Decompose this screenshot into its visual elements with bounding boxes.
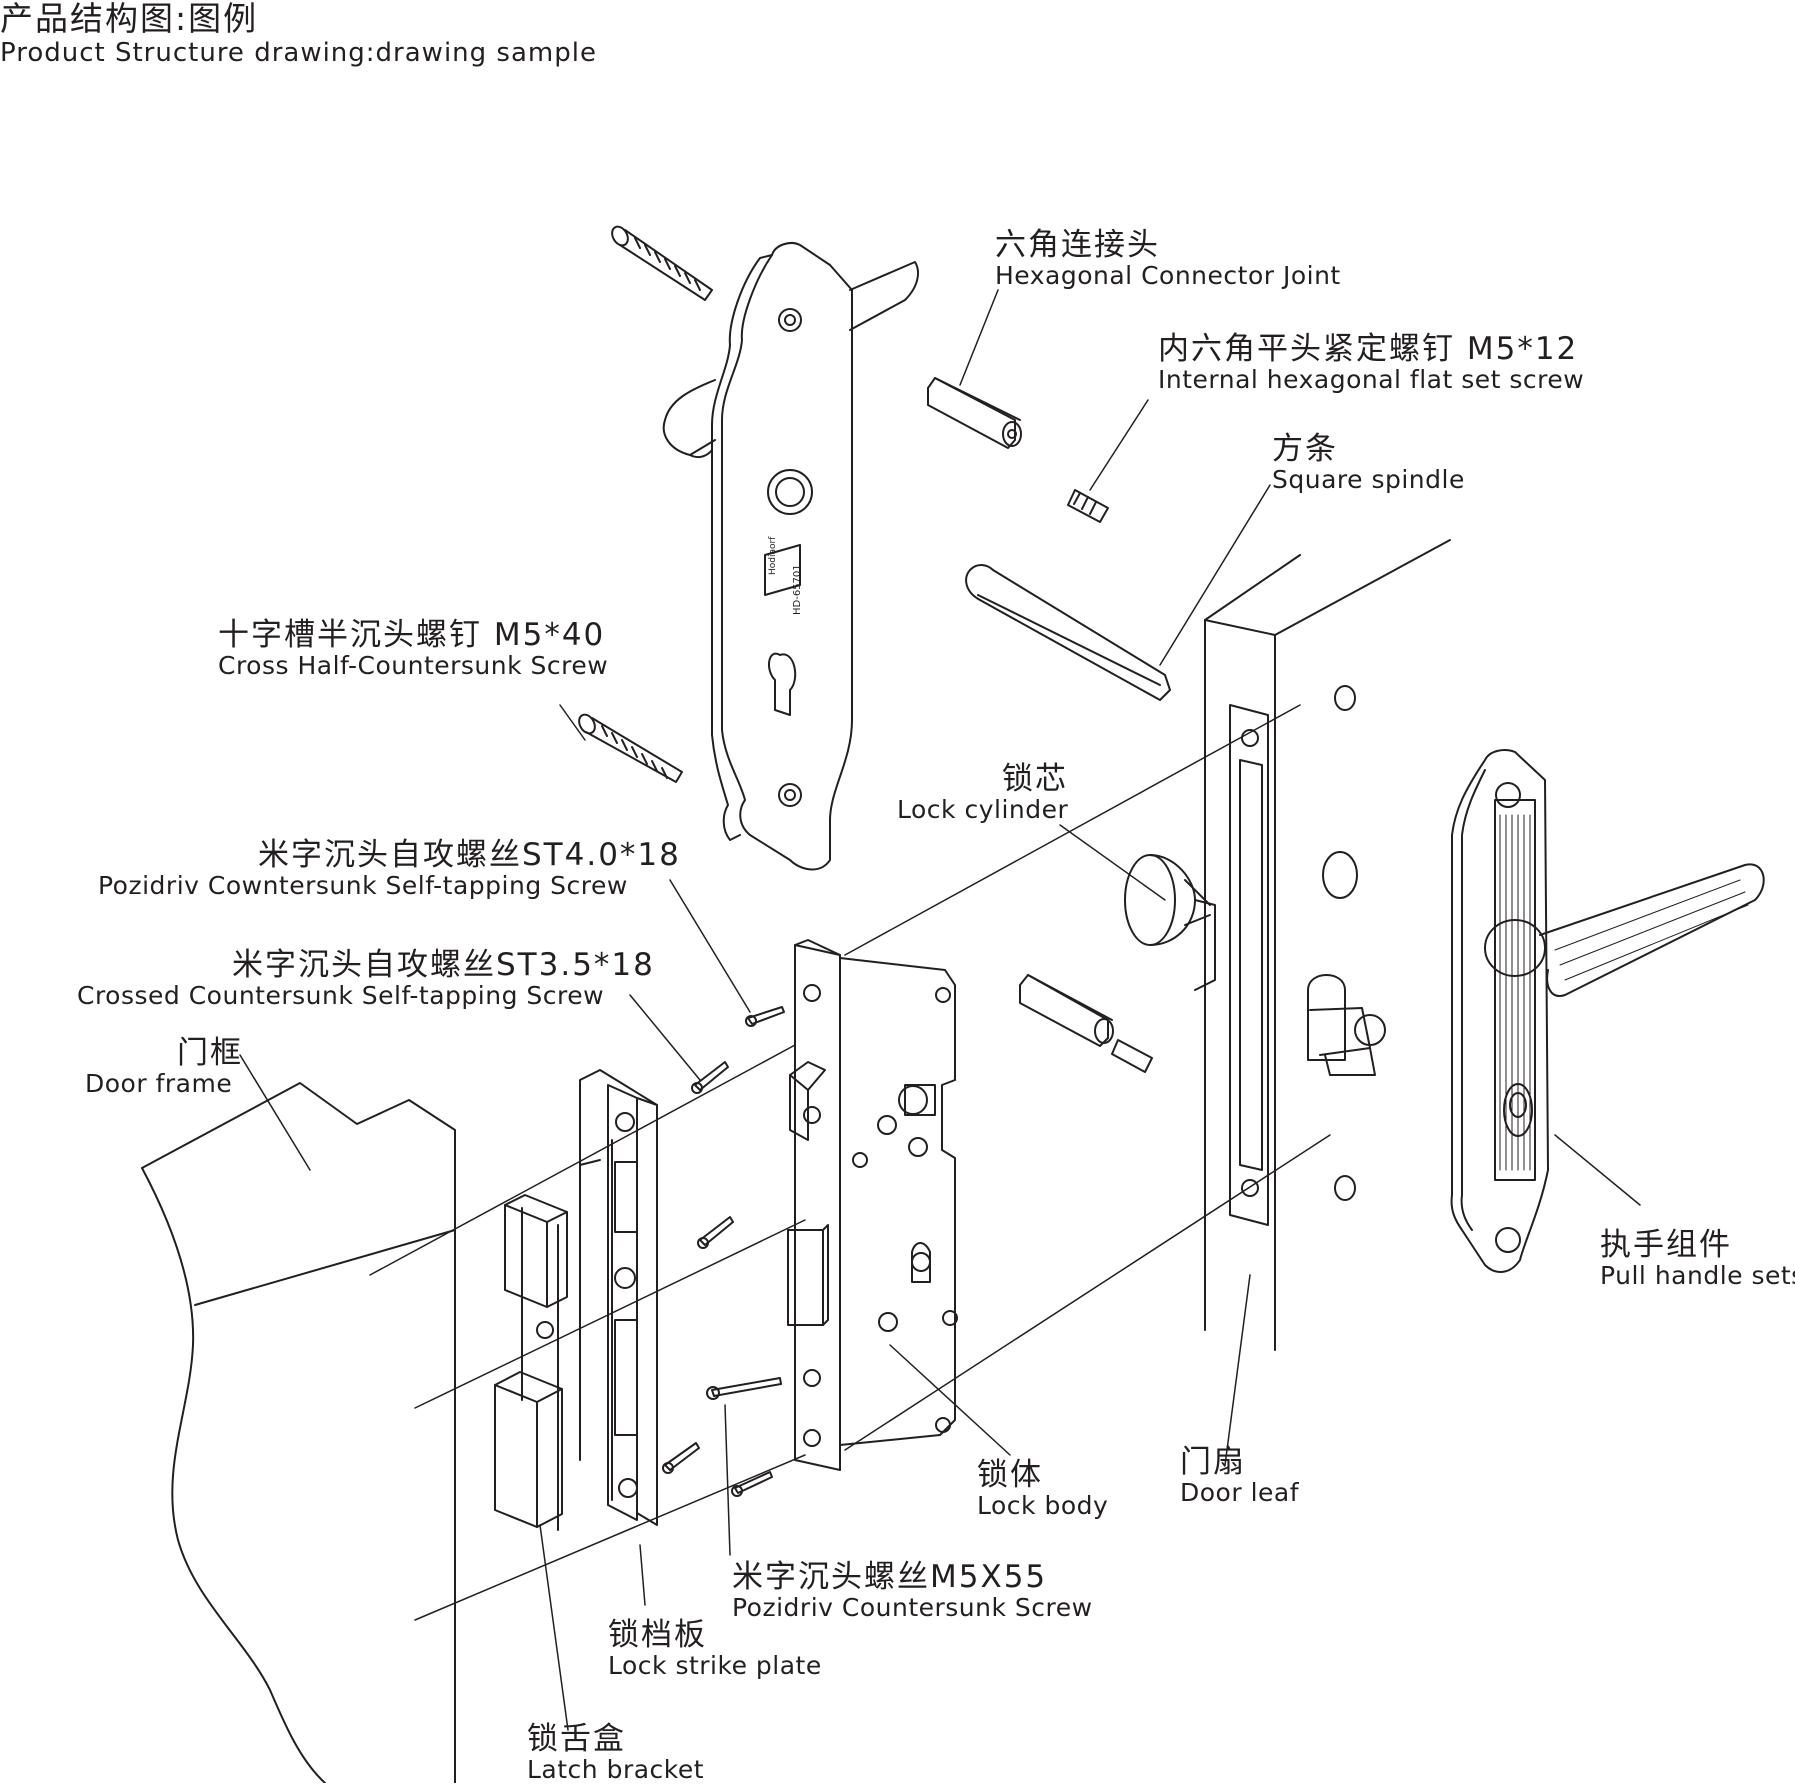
label-cn: 米字沉头自攻螺丝ST4.0*18: [258, 837, 681, 873]
label-en: Cross Half-Countersunk Screw: [218, 651, 609, 680]
label-pozidriv-st40: 米字沉头自攻螺丝ST4.0*18 Pozidriv Cowntersunk Se…: [98, 838, 681, 900]
label-cross-screw: 十字槽半沉头螺钉 M5*40 Cross Half-Countersunk Sc…: [218, 618, 608, 680]
label-en: Hexagonal Connector Joint: [995, 261, 1341, 290]
label-en: Pozidriv Countersunk Screw: [732, 1593, 1093, 1622]
door-leaf-drawing: [1204, 539, 1451, 1351]
label-hex-connector-joint: 六角连接头 Hexagonal Connector Joint: [995, 228, 1341, 290]
label-door-leaf: 门扇 Door leaf: [1180, 1445, 1299, 1507]
label-cn: 锁档板: [608, 1617, 707, 1653]
label-cn: 米字沉头螺丝M5X55: [732, 1559, 1048, 1595]
inner-handle-plate-drawing: [662, 242, 919, 871]
label-cn: 锁舌盒: [527, 1721, 626, 1757]
label-lock-body: 锁体 Lock body: [977, 1458, 1108, 1520]
label-lock-cylinder: 锁芯 Lock cylinder: [897, 762, 1068, 824]
label-en: Pull handle sets: [1600, 1261, 1795, 1290]
plate-brand: Hodiaorf: [768, 536, 778, 575]
label-en: Crossed Countersunk Self-tapping Screw: [77, 981, 605, 1010]
label-cn: 门框: [177, 1035, 243, 1071]
label-cn: 执手组件: [1600, 1227, 1732, 1263]
label-en: Lock body: [977, 1491, 1109, 1520]
leader-lines: [239, 289, 1641, 1731]
title-en: Product Structure drawing:drawing sample: [0, 38, 597, 68]
label-en: Square spindle: [1272, 465, 1465, 494]
label-cn: 方条: [1272, 431, 1338, 467]
label-lock-strike-plate: 锁档板 Lock strike plate: [608, 1618, 822, 1680]
alignment-lines: [369, 704, 1331, 1621]
label-latch-bracket: 锁舌盒 Latch bracket: [527, 1722, 704, 1784]
label-cn: 锁芯: [1002, 761, 1068, 797]
label-crossed-st35: 米字沉头自攻螺丝ST3.5*18 Crossed Countersunk Sel…: [77, 948, 655, 1010]
label-cn: 米字沉头自攻螺丝ST3.5*18: [232, 947, 655, 983]
label-square-spindle: 方条 Square spindle: [1272, 432, 1465, 494]
label-cn: 六角连接头: [995, 227, 1160, 263]
label-en: Latch bracket: [527, 1755, 705, 1784]
pull-handle-drawing: [1450, 749, 1765, 1273]
label-cn: 门扇: [1180, 1444, 1246, 1480]
label-door-frame: 门框 Door frame: [85, 1036, 243, 1098]
cross-screws-drawing: [578, 225, 713, 783]
door-frame-drawing: [141, 1069, 658, 1783]
label-cn: 十字槽半沉头螺钉 M5*40: [218, 617, 606, 653]
label-en: Door frame: [85, 1069, 233, 1098]
label-pull-handle-sets: 执手组件 Pull handle sets: [1600, 1228, 1795, 1290]
connector-set-drawing-lower: [1019, 974, 1153, 1073]
label-en: Door leaf: [1180, 1478, 1300, 1507]
label-en: Lock strike plate: [608, 1651, 822, 1680]
label-cn: 内六角平头紧定螺钉 M5*12: [1158, 331, 1579, 367]
label-pozidriv-m5x55: 米字沉头螺丝M5X55 Pozidriv Countersunk Screw: [732, 1560, 1093, 1622]
label-en: Internal hexagonal flat set screw: [1158, 365, 1585, 394]
lock-body-drawing: [787, 939, 958, 1471]
title-block: 产品结构图:图例 Product Structure drawing:drawi…: [0, 0, 597, 68]
title-cn: 产品结构图:图例: [0, 0, 259, 38]
lock-cylinder-drawing: [1124, 854, 1216, 991]
hex-connector-drawing: [927, 377, 1022, 449]
label-en: Pozidriv Cowntersunk Self-tapping Screw: [98, 871, 628, 900]
plate-model: HD-65701: [792, 564, 803, 615]
square-spindle-drawing: [965, 564, 1171, 701]
label-en: Lock cylinder: [897, 795, 1069, 824]
small-screws-drawing: [662, 1006, 785, 1497]
label-set-screw: 内六角平头紧定螺钉 M5*12 Internal hexagonal flat …: [1158, 332, 1584, 394]
set-screw-drawing: [1067, 489, 1109, 523]
label-cn: 锁体: [977, 1457, 1043, 1493]
